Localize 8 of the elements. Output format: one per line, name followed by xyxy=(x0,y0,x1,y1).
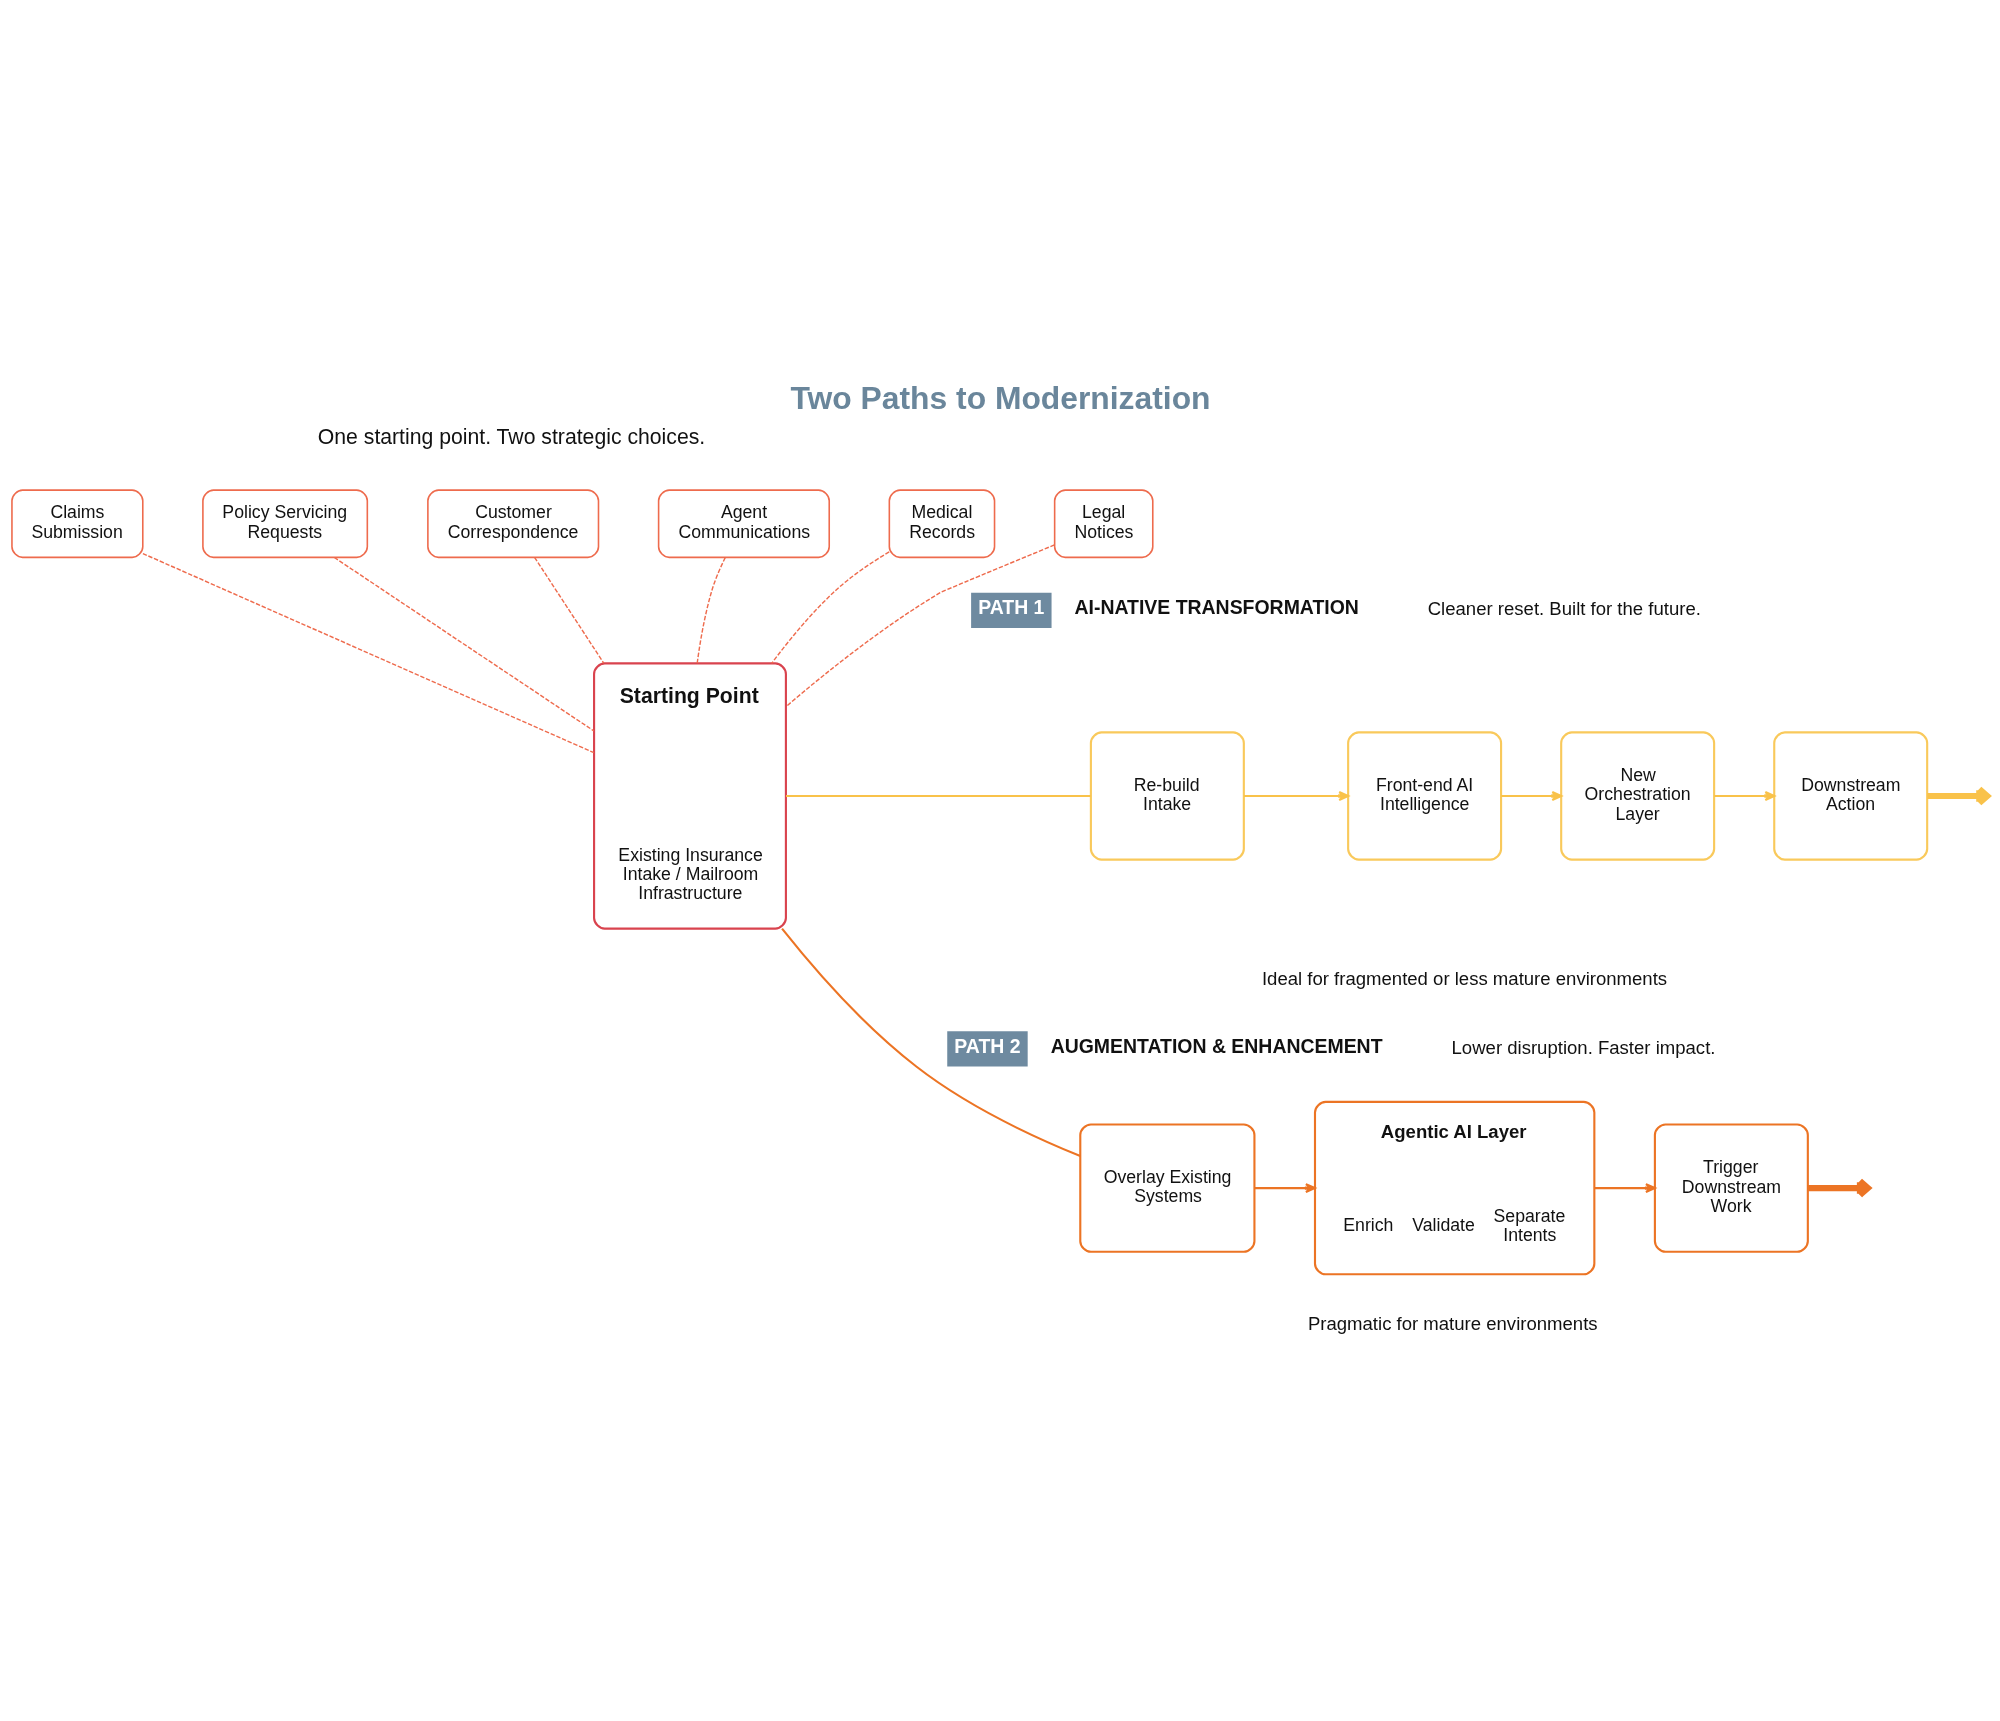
label: Ideal for fragmented or less mature environments xyxy=(1261,967,1668,989)
node-label: AUGMENTATION & ENHANCEMENT xyxy=(1050,1034,1383,1057)
diagram-title: Two Paths to Modernization xyxy=(790,379,1211,416)
label: One starting point. Two strategic choices. xyxy=(317,424,706,448)
node-label: AI-NATIVE TRANSFORMATION xyxy=(1074,595,1359,618)
label: Lower disruption. Faster impact. xyxy=(1451,1036,1716,1058)
label: Cleaner reset. Built for the future. xyxy=(1427,597,1701,619)
label: Pragmatic for mature environments xyxy=(1307,1312,1598,1334)
